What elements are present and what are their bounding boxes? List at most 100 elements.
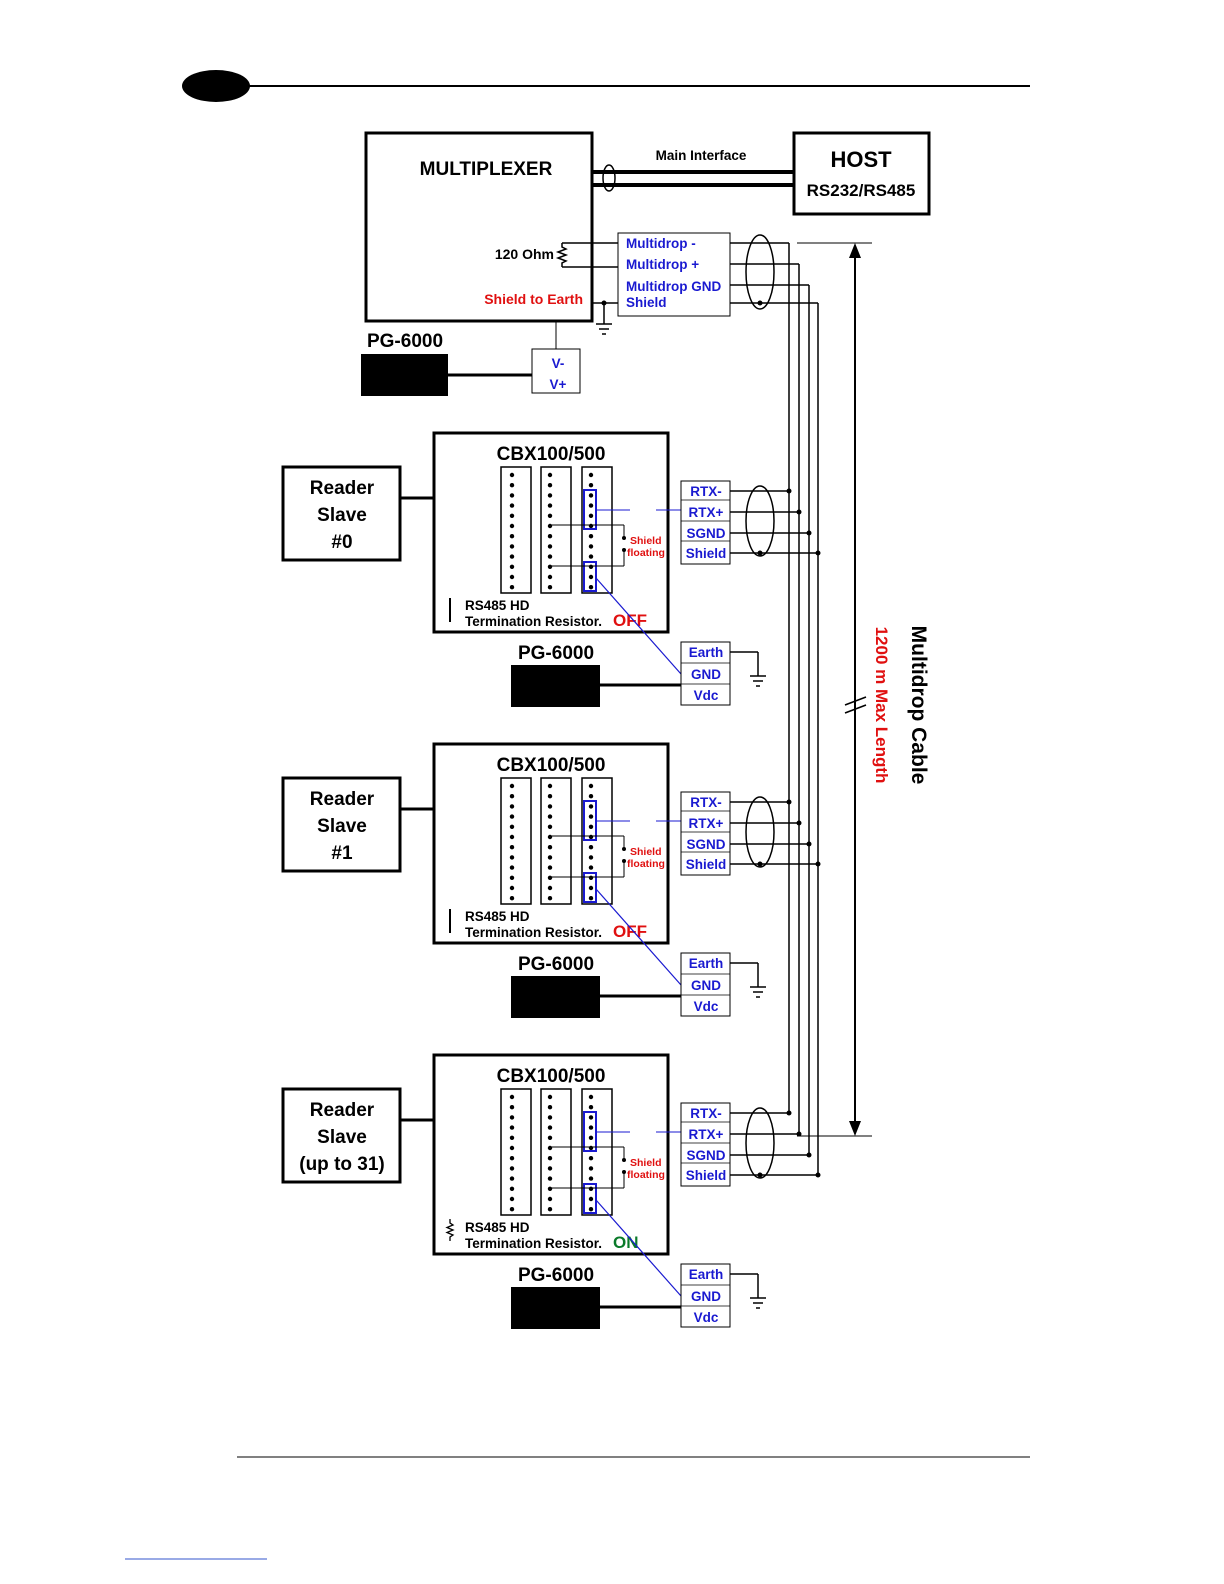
terminal-pin	[509, 554, 515, 559]
bus-terminal-label: RTX+	[689, 505, 724, 520]
mux-earth-ground-icon	[596, 303, 612, 335]
shield-floating-label: floating	[627, 547, 665, 559]
terminal-pin	[547, 1196, 553, 1202]
terminal-pin	[588, 1196, 594, 1202]
power-terminal-highlight	[583, 561, 597, 592]
terminal-pin	[547, 1186, 553, 1192]
cbx-title: CBX100/500	[497, 1066, 606, 1087]
terminal-pin	[547, 783, 553, 789]
terminal-pin	[509, 865, 515, 870]
terminal-pin	[588, 1105, 594, 1110]
terminal-pin	[509, 1156, 515, 1161]
terminal-pin	[547, 824, 553, 829]
terminal-pin	[509, 585, 515, 590]
mux-power-block: PG-6000 V- V+	[361, 321, 581, 396]
reader-slave-box	[281, 465, 402, 562]
slave-station: ReaderSlave#1CBX100/500ShieldfloatingRS4…	[281, 742, 821, 1018]
bus-terminal-label: RTX-	[690, 1106, 722, 1121]
bus-junction	[796, 820, 802, 826]
mux-bus-shield-icon	[745, 234, 775, 310]
termination-line1: RS485 HD	[465, 909, 530, 924]
terminal-pin	[547, 885, 553, 891]
power-terminal-label: Vdc	[694, 999, 719, 1014]
main-interface-shield-icon	[602, 164, 616, 192]
power-terminal-label: GND	[691, 978, 721, 993]
reader-slave-label: Slave	[317, 816, 367, 837]
terminal-pin	[588, 493, 594, 498]
terminal-pin	[547, 804, 553, 809]
power-terminal-block	[680, 952, 731, 1017]
mux-terminal-multidrop-minus: Multidrop -	[626, 236, 696, 251]
power-link	[595, 888, 682, 986]
terminal-pin	[588, 794, 594, 799]
power-terminal-block	[680, 641, 731, 706]
dimension-break-mark	[844, 696, 867, 706]
terminal-pin	[509, 1196, 515, 1202]
bus-terminal-label: RTX-	[690, 795, 722, 810]
power-supply-unit	[511, 976, 600, 1018]
bus-junction	[806, 530, 812, 536]
bus-junction	[815, 861, 821, 867]
terminal-pin	[509, 513, 515, 518]
terminal-pin	[588, 1207, 594, 1212]
bus-terminal-label: Shield	[686, 857, 727, 872]
terminal-pin	[588, 824, 594, 829]
terminal-pin	[588, 875, 594, 880]
terminal-pin	[509, 1166, 515, 1171]
power-terminal-label: GND	[691, 1289, 721, 1304]
terminal-pin	[509, 1207, 515, 1212]
cbx-terminal-strip	[540, 1088, 572, 1216]
host-box	[792, 131, 931, 216]
multiplexer-terminal-frame	[617, 232, 731, 317]
shield-floating-label: Shield	[630, 1157, 662, 1169]
terminal-pin	[588, 855, 594, 860]
bus-terminal-label: SGND	[686, 526, 725, 541]
terminal-pin	[547, 1125, 553, 1130]
bus-junction	[806, 841, 812, 847]
shield-floating-label: Shield	[630, 535, 662, 547]
terminal-pin	[547, 554, 553, 559]
power-terminal-label: Vdc	[694, 1310, 719, 1325]
terminal-pin	[547, 794, 553, 799]
cbx-terminal-strip	[500, 1088, 532, 1216]
drop-shield-icon	[745, 1107, 775, 1179]
terminal-pin	[547, 814, 553, 819]
terminal-pin	[509, 896, 515, 901]
terminal-pin	[509, 824, 515, 829]
terminal-pin	[588, 503, 594, 508]
cbx-terminal-strip	[500, 466, 532, 594]
termination-state: ON	[613, 1233, 639, 1252]
dimension-break-mark-2	[844, 704, 867, 714]
termination-state: OFF	[613, 922, 647, 941]
terminal-pin	[547, 534, 553, 539]
bus-terminal-block	[680, 791, 731, 876]
shield-switch-contact	[622, 548, 626, 552]
terminal-pin	[547, 845, 553, 850]
power-supply-unit	[511, 665, 600, 707]
reader-slave-label: Slave	[317, 505, 367, 526]
host-title: HOST	[830, 147, 892, 172]
bus-junction	[786, 488, 792, 494]
terminal-pin	[509, 1176, 515, 1181]
cbx-terminal-strip	[540, 777, 572, 905]
shield-switch-contact	[622, 536, 626, 540]
terminal-pin	[588, 585, 594, 590]
bus-junction	[815, 550, 821, 556]
multiplexer-box	[364, 131, 594, 323]
multiplexer-terminal-block: Multidrop - Multidrop + Multidrop GND Sh…	[617, 232, 731, 317]
terminal-pin	[509, 523, 515, 529]
drop-shield-icon	[745, 485, 775, 557]
terminal-pin	[547, 1105, 553, 1110]
terminal-pin	[509, 1186, 515, 1192]
terminal-pin	[547, 1166, 553, 1171]
mux-terminal-multidrop-gnd: Multidrop GND	[626, 279, 721, 294]
terminal-pin	[509, 1094, 515, 1100]
bus-junction	[796, 509, 802, 515]
terminal-pin	[509, 1115, 515, 1120]
shield-floating-label: Shield	[630, 846, 662, 858]
shield-switch-contact	[622, 1158, 626, 1162]
terminal-pin	[509, 834, 515, 840]
mux-terminal-multidrop-plus: Multidrop +	[626, 257, 699, 272]
terminal-pin	[547, 564, 553, 569]
